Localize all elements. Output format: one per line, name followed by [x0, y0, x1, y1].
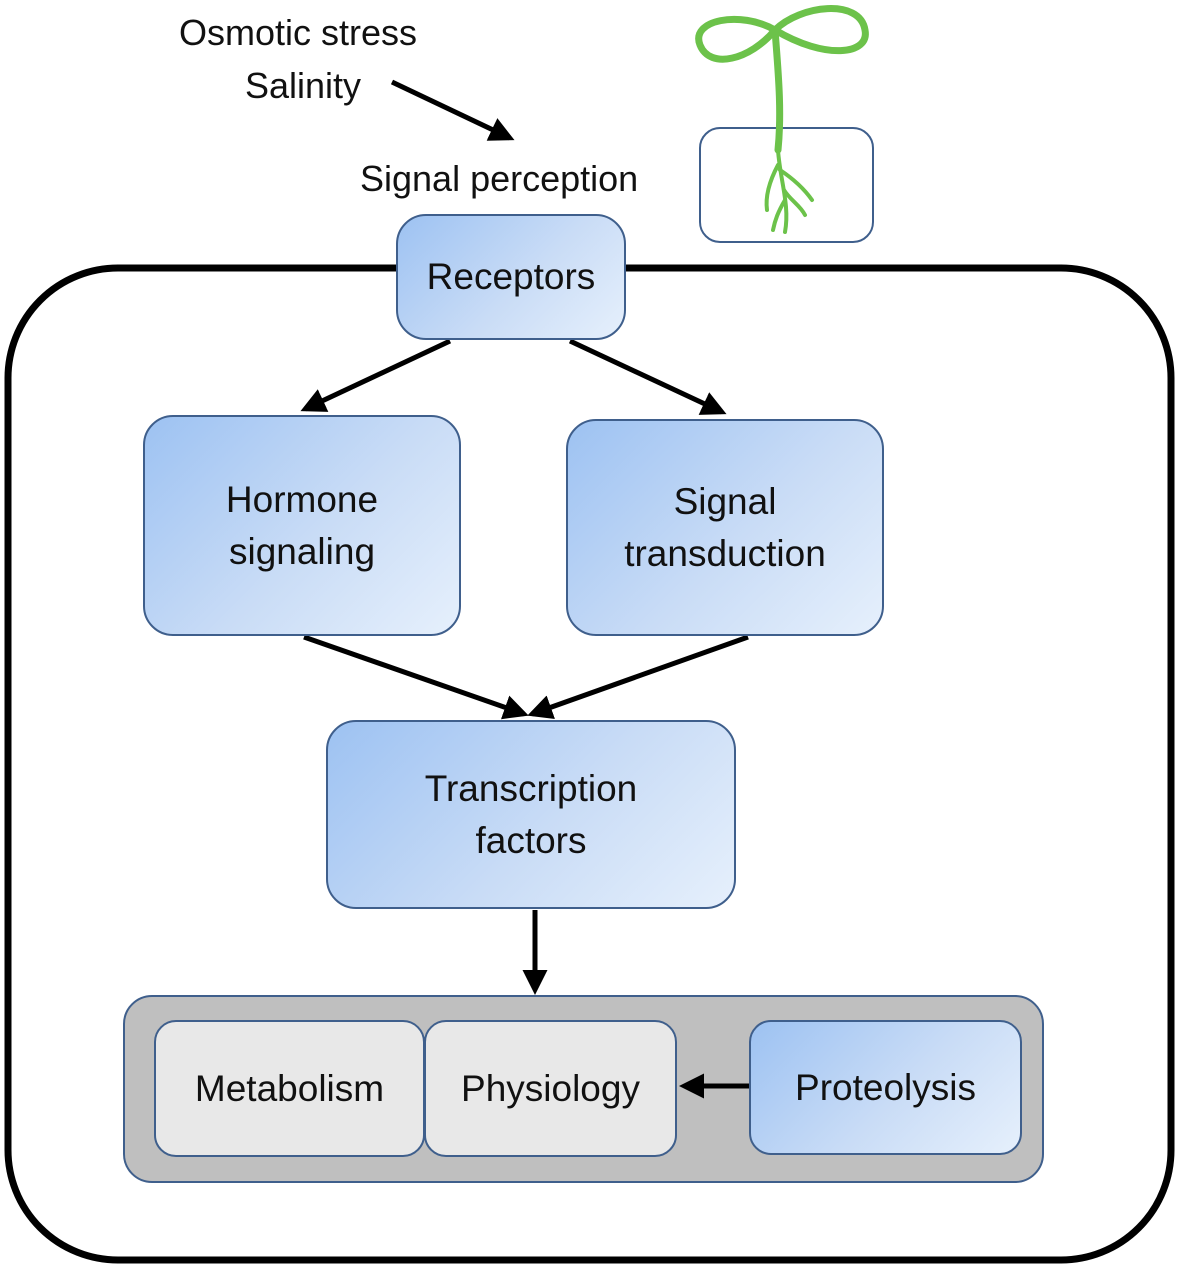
stimulus-label-salinity: Salinity: [245, 65, 362, 106]
tf-label-line2: factors: [475, 819, 587, 861]
proteolysis-label: Proteolysis: [795, 1066, 976, 1108]
perception-label: Signal perception: [360, 158, 639, 199]
hormone-label-line1: Hormone: [225, 478, 379, 520]
transduction-label-line2: transduction: [624, 532, 826, 574]
proteolysis-node: Proteolysis: [749, 1020, 1022, 1155]
physiology-label: Physiology: [461, 1067, 640, 1109]
signal-transduction-node: Signal transduction: [566, 419, 884, 636]
arrow-receptors-hormone: [300, 338, 452, 412]
hormone-label-line2: signaling: [228, 530, 376, 572]
hormone-signaling-node: Hormone signaling: [143, 415, 461, 636]
seedling-icon: [695, 5, 874, 243]
arrow-hormone-tf: [303, 634, 529, 720]
receptors-node: Receptors: [396, 214, 626, 340]
stimulus-arrow: [390, 79, 515, 141]
stimulus-label-osmotic: Osmotic stress: [179, 12, 418, 53]
physiology-node: Physiology: [424, 1020, 677, 1157]
metabolism-label: Metabolism: [194, 1067, 385, 1109]
arrow-receptors-transduction: [568, 338, 727, 415]
tf-label-line1: Transcription: [424, 767, 638, 809]
transcription-factors-node: Transcription factors: [326, 720, 736, 909]
arrow-transduction-tf: [527, 634, 749, 720]
receptors-label: Receptors: [426, 256, 596, 298]
metabolism-node: Metabolism: [154, 1020, 425, 1157]
transduction-label-line1: Signal: [673, 480, 777, 522]
